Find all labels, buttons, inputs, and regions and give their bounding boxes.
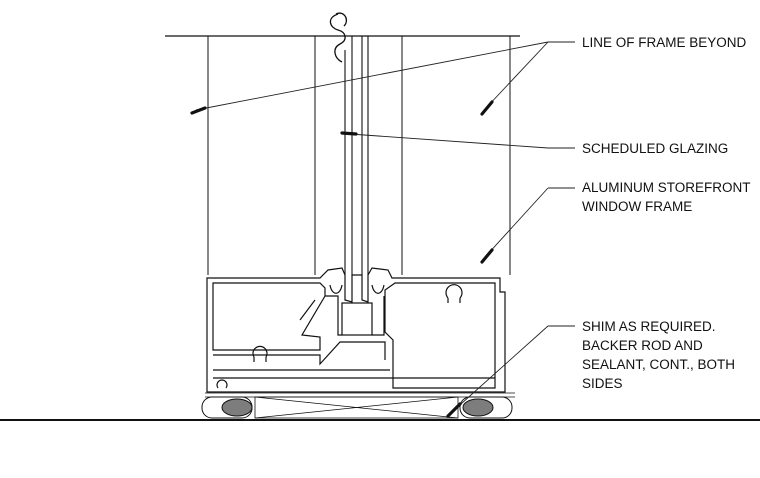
- glazing: [344, 36, 369, 275]
- backer-rod-icon: [201, 396, 513, 419]
- svg-text:SCHEDULED GLAZING: SCHEDULED GLAZING: [582, 141, 728, 156]
- break-symbol: [329, 12, 348, 63]
- callout-storefront: ALUMINUM STOREFRONT WINDOW FRAME: [582, 180, 751, 214]
- svg-text:LINE OF FRAME BEYOND: LINE OF FRAME BEYOND: [582, 35, 747, 50]
- svg-text:SHIM AS REQUIRED.: SHIM AS REQUIRED.: [582, 319, 716, 334]
- svg-text:WINDOW FRAME: WINDOW FRAME: [582, 199, 692, 214]
- svg-text:SIDES: SIDES: [582, 376, 623, 391]
- callout-glazing: SCHEDULED GLAZING: [582, 141, 728, 156]
- callout-frame-beyond: LINE OF FRAME BEYOND: [582, 35, 747, 50]
- callout-shim: SHIM AS REQUIRED. BACKER ROD AND SEALANT…: [582, 319, 735, 391]
- leaders: [195, 41, 575, 413]
- svg-text:SEALANT, CONT., BOTH: SEALANT, CONT., BOTH: [582, 357, 735, 372]
- leader-ticks: [190, 100, 494, 418]
- svg-text:ALUMINUM STOREFRONT: ALUMINUM STOREFRONT: [582, 180, 751, 195]
- svg-text:BACKER ROD AND: BACKER ROD AND: [582, 338, 703, 353]
- frame-beyond-lines: [207, 36, 511, 275]
- sill-frame: [206, 267, 506, 393]
